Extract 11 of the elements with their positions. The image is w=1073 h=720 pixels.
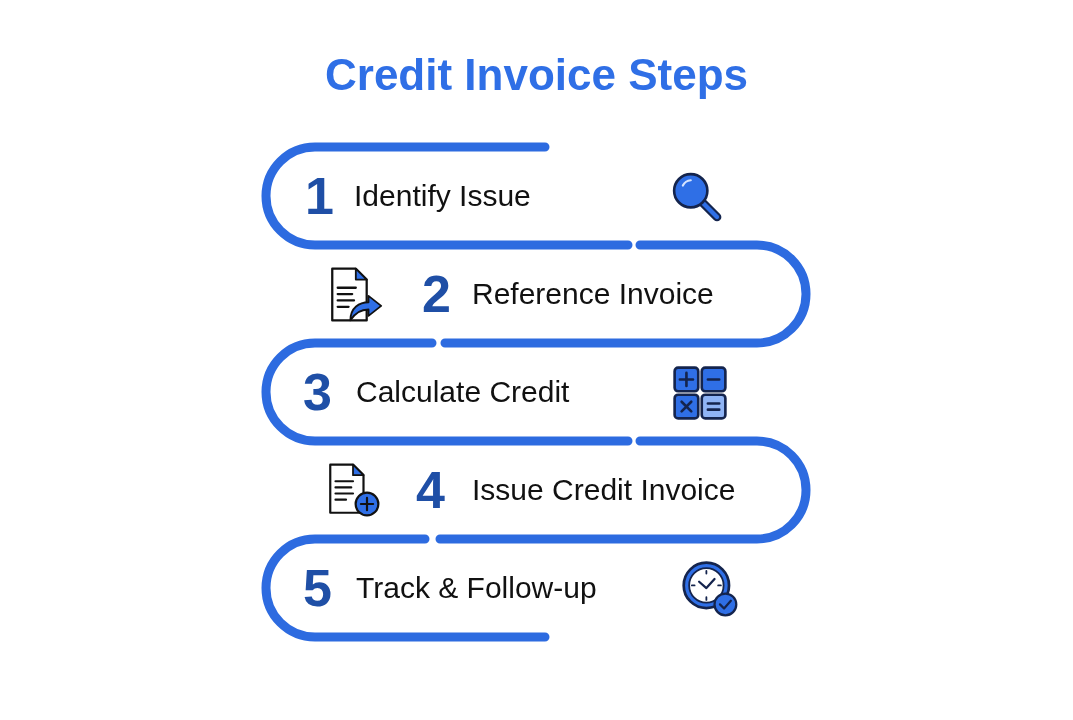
step-number: 2	[422, 266, 451, 322]
step-number: 3	[303, 364, 332, 420]
title: Credit Invoice Steps	[325, 49, 748, 101]
step-number: 4	[416, 462, 445, 518]
step-label: Track & Follow-up	[356, 570, 597, 606]
step-number: 1	[305, 168, 334, 224]
step-label: Reference Invoice	[472, 276, 714, 312]
step-label: Calculate Credit	[356, 374, 570, 410]
step-label: Identify Issue	[354, 178, 531, 214]
step-label: Issue Credit Invoice	[472, 472, 736, 508]
step-number: 5	[303, 560, 332, 616]
